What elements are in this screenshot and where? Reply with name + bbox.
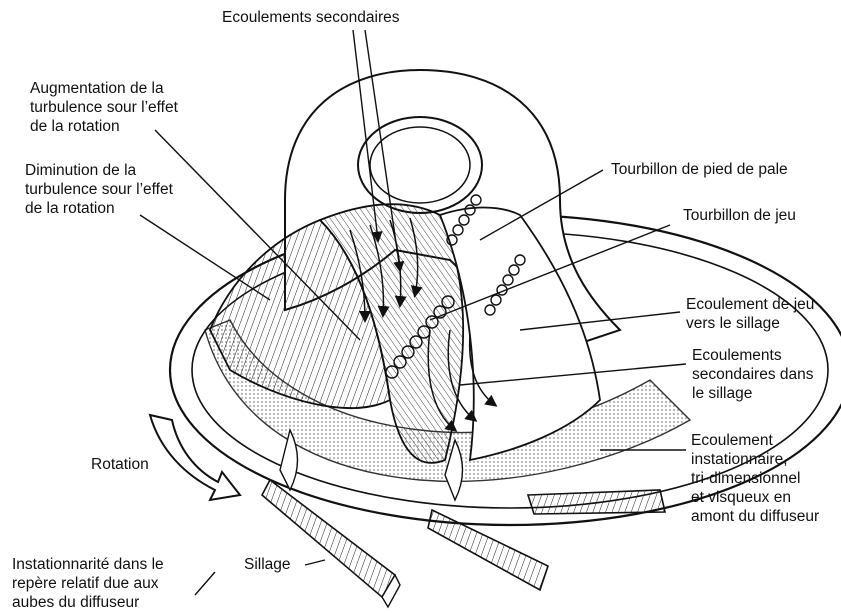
label-tourbillon-pied: Tourbillon de pied de pale (611, 160, 788, 179)
diffuser-vane-right (528, 490, 665, 514)
label-ecoulements-secondaires: Ecoulements secondaires (222, 8, 400, 27)
label-ecoulement-instationnaire: Ecoulement instationnaire, tri-dimension… (691, 431, 819, 526)
label-ecoulements-secondaires-sillage: Ecoulements secondaires dans le sillage (692, 346, 814, 403)
label-diminution-turbulence: Diminution de la turbulence sour l’effet… (25, 161, 173, 218)
diffuser-vane-middle (428, 510, 548, 590)
leader-sillage (305, 560, 325, 565)
inlet-eye-outer (358, 117, 482, 213)
label-augmentation-turbulence: Augmentation de la turbulence sour l’eff… (30, 79, 178, 136)
label-sillage: Sillage (244, 555, 291, 574)
label-rotation: Rotation (91, 455, 149, 474)
label-instationnarite: Instationnarité dans le repère relatif d… (12, 555, 164, 612)
label-tourbillon-jeu: Tourbillon de jeu (683, 206, 796, 225)
leader-instationnarite (195, 572, 215, 595)
diffuser-vane-left (262, 480, 400, 607)
label-ecoulement-jeu-sillage: Ecoulement de jeu vers le sillage (686, 295, 814, 333)
